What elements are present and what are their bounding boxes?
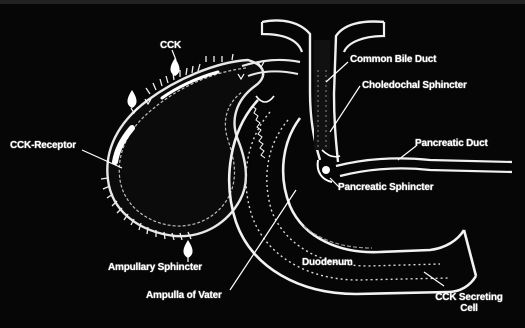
label-duodenum: Duodenum (302, 257, 353, 268)
label-pancreatic-sphincter: Pancreatic Sphincter (338, 182, 433, 193)
label-cck-secreting-line1: CCK Secreting (424, 292, 514, 303)
common-bile-duct (262, 21, 384, 163)
label-choledochal-sphincter: Choledochal Sphincter (362, 80, 467, 91)
label-cck-secreting-cell: CCK Secreting Cell (424, 292, 514, 314)
label-cck-secreting-line2: Cell (424, 303, 514, 314)
label-pancreatic-duct: Pancreatic Duct (415, 138, 488, 149)
label-cck: CCK (160, 40, 181, 51)
top-border (0, 0, 525, 4)
label-ampullary-sphincter: Ampullary Sphincter (108, 262, 202, 273)
gallbladder (101, 54, 264, 240)
label-ampulla-of-vater: Ampulla of Vater (146, 290, 222, 301)
label-cck-receptor: CCK-Receptor (10, 140, 76, 151)
pancreatic-duct (336, 158, 512, 176)
label-common-bile-duct: Common Bile Duct (350, 54, 436, 65)
